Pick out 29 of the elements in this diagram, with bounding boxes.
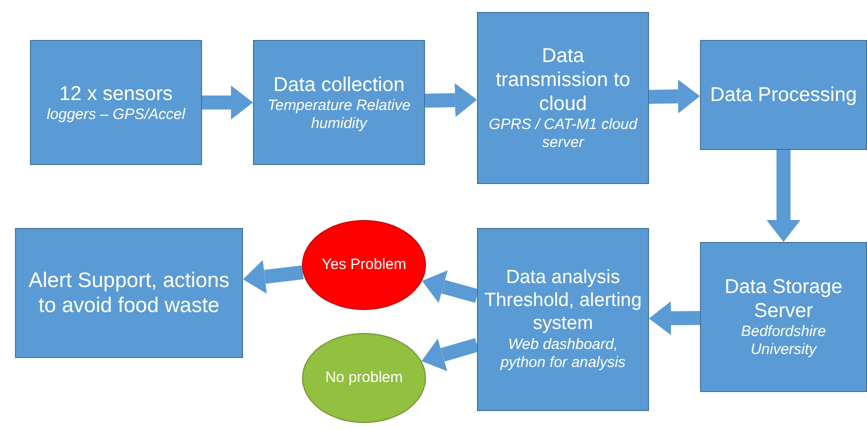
node-title: Alert Support, actions to avoid food waste: [28, 268, 230, 318]
node-detail: loggers – GPS/Accel: [46, 106, 186, 124]
node-detail: Temperature Relative humidity: [266, 96, 412, 132]
process-box: [700, 40, 867, 150]
node-title: Data transmission to cloud: [494, 44, 632, 116]
block-arrow: [649, 301, 700, 336]
node-title: Data Storage Server: [724, 275, 844, 323]
process-box: [253, 40, 425, 165]
node-title: 12 x sensors: [59, 82, 173, 106]
node-title: Data collection: [273, 72, 405, 96]
node-detail: Web dashboard, python for analysis: [499, 336, 627, 372]
node-title: No problem: [325, 369, 403, 387]
node-title: Yes Problem: [322, 256, 406, 274]
node-title: Data Processing: [710, 83, 857, 107]
process-box: [30, 40, 202, 165]
block-arrow: [202, 86, 253, 120]
node-title: Data analysis Threshold, alerting system: [484, 267, 642, 336]
block-arrow: [422, 270, 479, 304]
block-arrow: [648, 79, 700, 114]
process-box: [700, 242, 867, 392]
process-box: [15, 228, 243, 358]
block-arrow: [421, 338, 479, 372]
block-arrow: [424, 83, 477, 118]
node-detail: Bedfordshire University: [740, 323, 828, 359]
node-detail: GPRS / CAT-M1 cloud server: [488, 116, 638, 152]
block-arrow: [243, 260, 304, 294]
process-box: [477, 228, 649, 411]
process-box: [477, 12, 649, 184]
block-arrow: [766, 150, 800, 242]
